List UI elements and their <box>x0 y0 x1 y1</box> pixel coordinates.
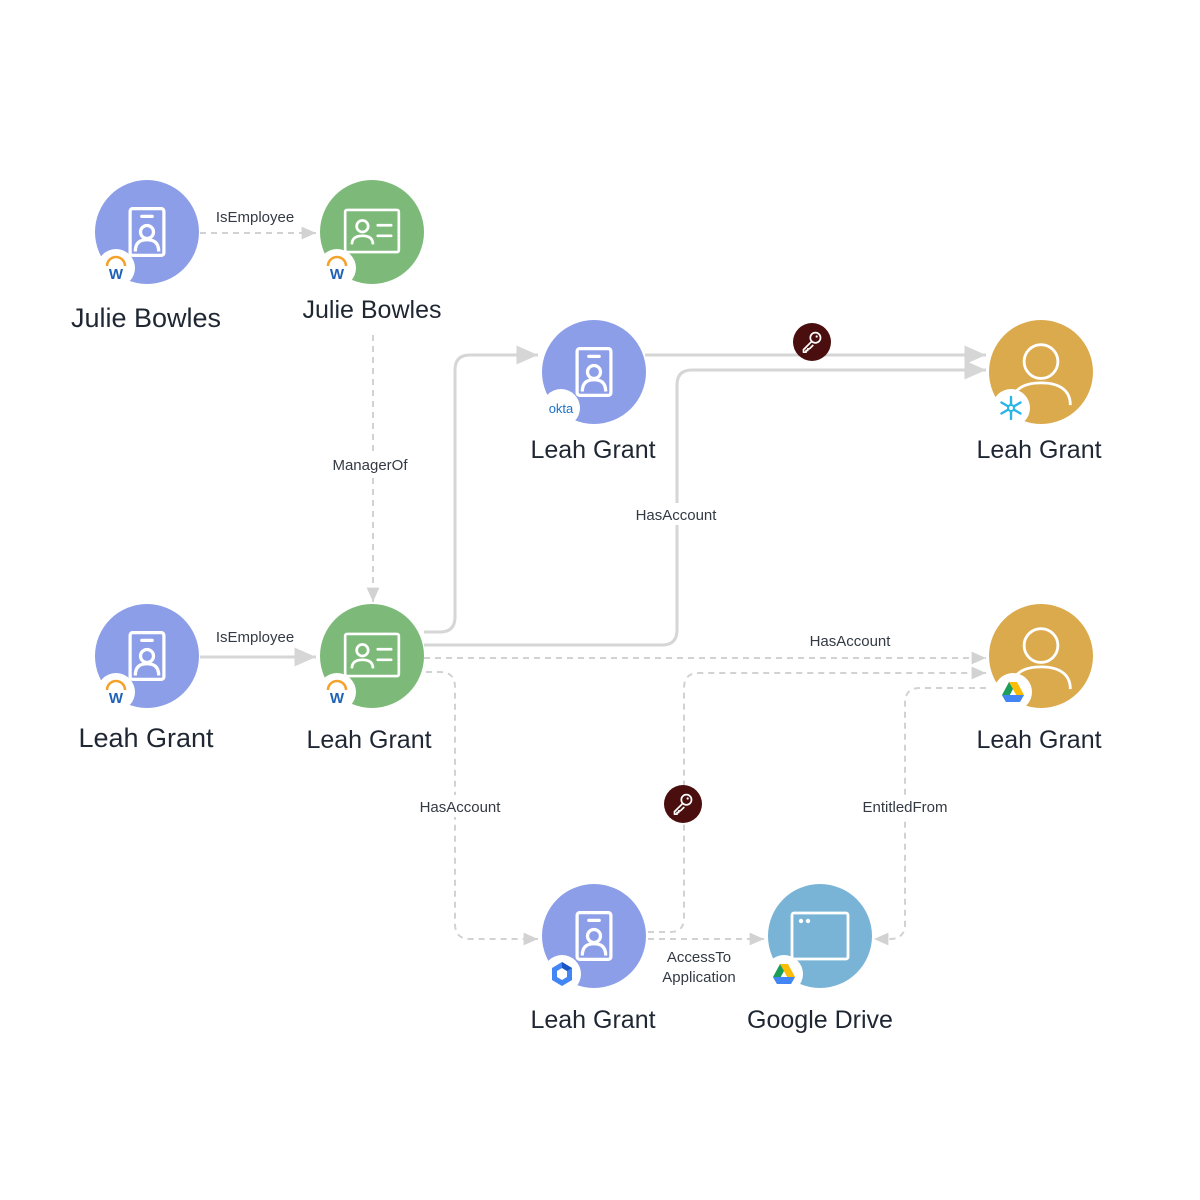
key-badge-gcp-gdrive[interactable] <box>664 785 702 823</box>
workday-icon: W <box>318 673 356 711</box>
edge-label-manager-of: ManagerOf <box>332 457 408 474</box>
svg-text:W: W <box>330 266 345 283</box>
workday-icon: W <box>97 673 135 711</box>
snowflake-icon <box>992 389 1030 427</box>
google-drive-icon <box>765 955 803 993</box>
okta-icon: okta <box>542 389 580 427</box>
node-label: Julie Bowles <box>71 303 221 333</box>
google-drive-icon <box>994 673 1032 711</box>
workday-icon: W <box>97 249 135 287</box>
node-leah-snowflake[interactable]: Leah Grant <box>976 320 1102 464</box>
edge-label-julie-is-employee: IsEmployee <box>216 209 294 226</box>
node-label: Leah Grant <box>530 1006 655 1034</box>
svg-text:W: W <box>109 690 124 707</box>
edge-label-entitled-from: EntitledFrom <box>862 799 947 816</box>
svg-text:W: W <box>109 266 124 283</box>
node-leah-gdrive-account[interactable]: Leah Grant <box>976 604 1102 754</box>
edge-label-has-account-gcp: HasAccount <box>420 799 502 816</box>
workday-icon: W <box>318 249 356 287</box>
node-label: Leah Grant <box>306 726 431 754</box>
node-leah-employee[interactable]: W Leah Grant <box>306 604 432 754</box>
edge-labels: IsEmployee ManagerOf IsEmployee HasAccou… <box>208 205 956 988</box>
edge-label-leah-is-employee: IsEmployee <box>216 629 294 646</box>
node-google-drive-app[interactable]: Google Drive <box>747 884 893 1034</box>
edge-employee-to-okta <box>424 345 538 634</box>
google-cloud-icon <box>543 955 581 993</box>
edge-label-access-to: AccessTo <box>667 949 731 966</box>
node-label: Leah Grant <box>530 436 655 464</box>
node-julie-identity[interactable]: W Julie Bowles <box>71 180 221 333</box>
node-leah-gcp[interactable]: Leah Grant <box>530 884 656 1034</box>
node-leah-identity[interactable]: W Leah Grant <box>78 604 214 753</box>
node-label: Google Drive <box>747 1006 893 1034</box>
node-label: Leah Grant <box>976 726 1101 754</box>
node-label: Leah Grant <box>976 436 1101 464</box>
edge-label-application: Application <box>662 969 735 986</box>
node-label: Leah Grant <box>78 723 214 753</box>
svg-text:W: W <box>330 690 345 707</box>
edge-label-has-account-gdrive: HasAccount <box>810 633 892 650</box>
edge-label-has-account-snowflake: HasAccount <box>636 507 718 524</box>
node-label: Julie Bowles <box>303 296 442 324</box>
node-julie-employee[interactable]: W Julie Bowles <box>303 180 442 324</box>
node-leah-okta[interactable]: okta Leah Grant <box>530 320 656 464</box>
key-badge-okta-snowflake[interactable] <box>793 323 831 361</box>
svg-text:okta: okta <box>549 401 574 416</box>
